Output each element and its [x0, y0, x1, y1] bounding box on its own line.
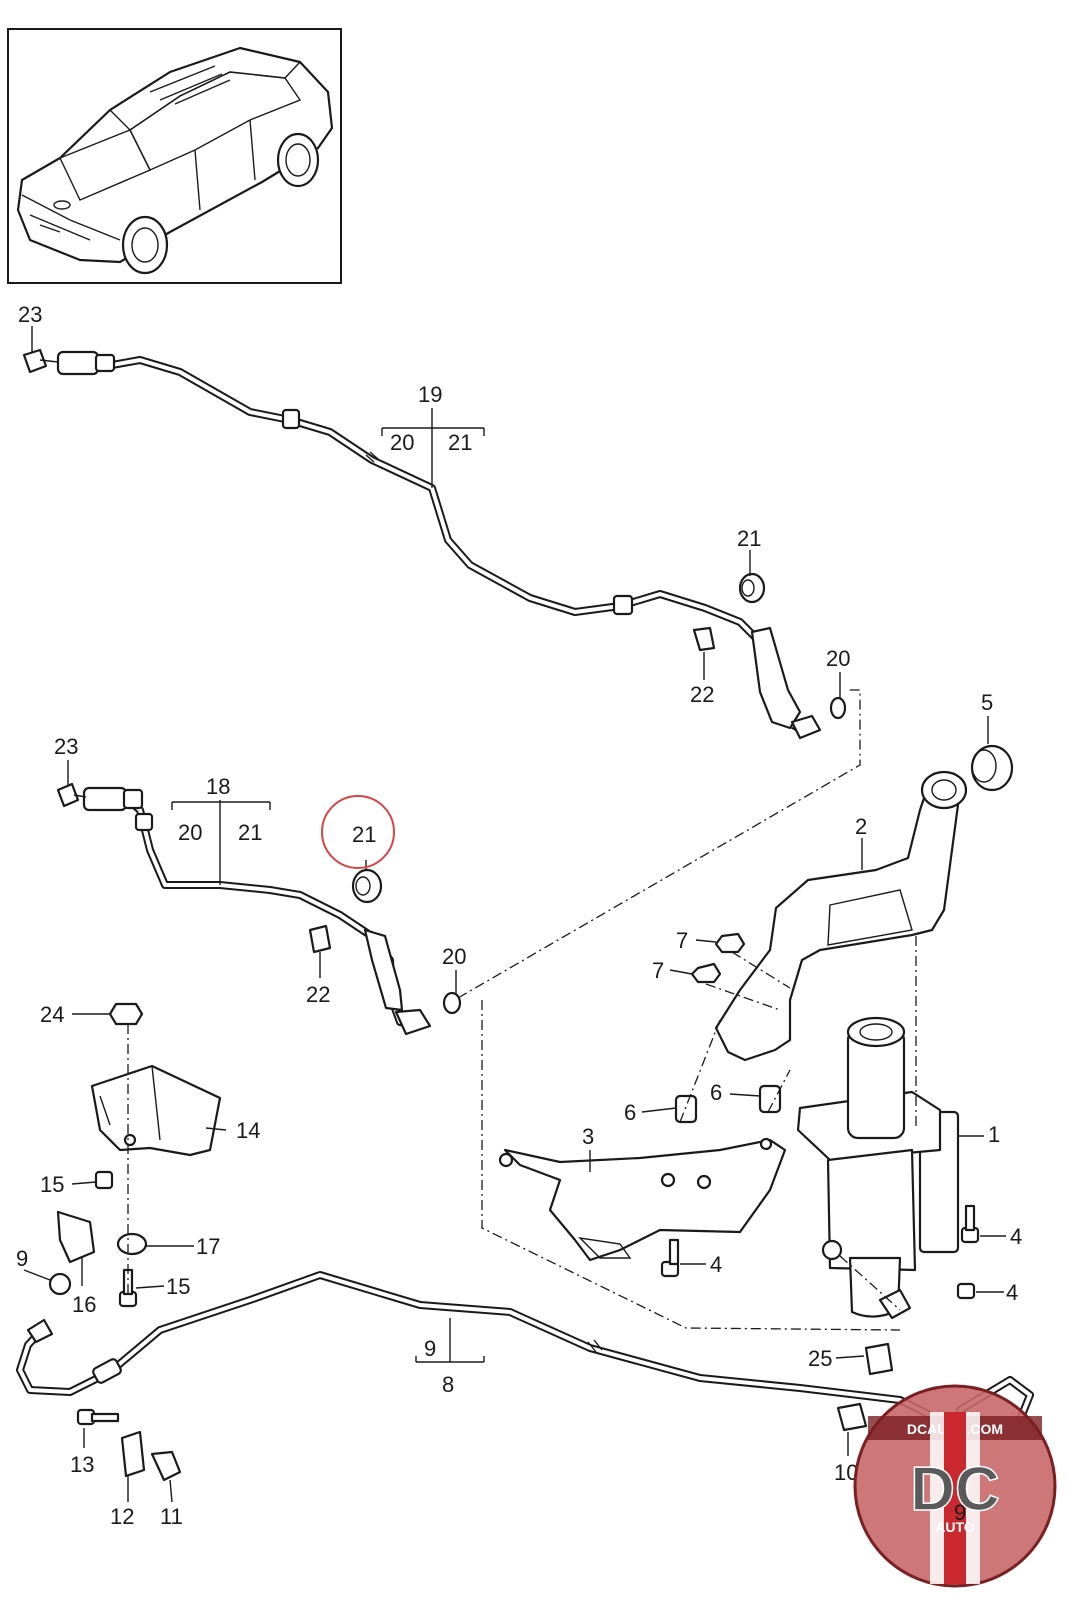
callout-20-top[interactable]: 20: [390, 430, 414, 455]
highlight-circle: [321, 795, 395, 869]
callout-15-lower[interactable]: 15: [166, 1274, 190, 1299]
assembly-guides: [127, 689, 917, 1331]
callout-21-upper[interactable]: 21: [737, 526, 761, 551]
bolt-13[interactable]: [76, 1408, 120, 1426]
callout-1[interactable]: 1: [988, 1122, 1000, 1147]
clamp-17[interactable]: [116, 1232, 148, 1256]
line-assembly-19[interactable]: [22, 348, 847, 740]
connector-16[interactable]: [56, 1210, 96, 1264]
callout-21-highlighted[interactable]: 21: [352, 822, 376, 847]
nut-24[interactable]: [108, 1002, 144, 1026]
callout-22-upper[interactable]: 22: [690, 682, 714, 707]
callout-20-lower[interactable]: 20: [442, 944, 466, 969]
clip-22-upper[interactable]: [692, 626, 716, 652]
nut-7[interactable]: [690, 932, 746, 984]
callout-20-mid[interactable]: 20: [178, 820, 202, 845]
clamp-12[interactable]: [120, 1430, 146, 1478]
plug-11[interactable]: [150, 1450, 182, 1482]
callout-23-mid[interactable]: 23: [54, 734, 78, 759]
clip-10[interactable]: [836, 1402, 868, 1432]
callout-23-top[interactable]: 23: [18, 302, 42, 327]
callout-17[interactable]: 17: [196, 1234, 220, 1259]
callout-22-lower[interactable]: 22: [306, 982, 330, 1007]
leader-lines: [23, 326, 1006, 1503]
callout-7-lower[interactable]: 7: [652, 958, 664, 983]
watermark-initials: DC: [910, 1455, 1000, 1524]
heat-shield-14[interactable]: [90, 1064, 222, 1157]
grommet-21-upper[interactable]: [738, 572, 766, 604]
callout-labels: 23 19 20 21 21 22 20 5 23 18 20 21 21 22…: [16, 302, 1022, 1529]
callout-12[interactable]: 12: [110, 1504, 134, 1529]
callout-2[interactable]: 2: [855, 814, 867, 839]
callout-6-right[interactable]: 6: [710, 1080, 722, 1105]
line-assembly-18[interactable]: [56, 782, 432, 1036]
bracket-2[interactable]: [714, 770, 968, 1062]
clip-22-lower[interactable]: [308, 924, 332, 954]
callout-25[interactable]: 25: [808, 1346, 832, 1371]
callout-11[interactable]: 11: [160, 1504, 183, 1529]
bracket-3[interactable]: [498, 1137, 787, 1262]
callout-4-right-lower[interactable]: 4: [1006, 1280, 1018, 1305]
callout-7-upper[interactable]: 7: [676, 928, 688, 953]
mount-6[interactable]: [674, 1084, 782, 1124]
vehicle-thumbnail: [7, 28, 342, 284]
grommet-5[interactable]: [970, 744, 1014, 792]
callout-24[interactable]: 24: [40, 1002, 64, 1027]
callout-13[interactable]: 13: [70, 1452, 94, 1477]
callout-21-top[interactable]: 21: [448, 430, 472, 455]
callout-16[interactable]: 16: [72, 1292, 96, 1317]
callout-20-upper[interactable]: 20: [826, 646, 850, 671]
callout-5[interactable]: 5: [981, 690, 993, 715]
callout-4-center[interactable]: 4: [710, 1252, 722, 1277]
seal-ring-20[interactable]: [48, 991, 462, 1296]
callout-6-left[interactable]: 6: [624, 1100, 636, 1125]
pump-assembly[interactable]: [796, 1016, 960, 1320]
callout-15-upper[interactable]: 15: [40, 1172, 64, 1197]
callout-3[interactable]: 3: [582, 1124, 594, 1149]
callout-8[interactable]: 8: [442, 1372, 454, 1397]
callout-21-mid[interactable]: 21: [238, 820, 262, 845]
callout-9-right[interactable]: 9: [954, 1500, 966, 1525]
callout-19[interactable]: 19: [418, 382, 442, 407]
callout-9-left[interactable]: 9: [16, 1246, 28, 1271]
callout-4-right-upper[interactable]: 4: [1010, 1224, 1022, 1249]
clip-25[interactable]: [864, 1342, 894, 1376]
watermark-word: AUTO: [935, 1519, 975, 1535]
callout-14[interactable]: 14: [236, 1118, 260, 1143]
bolt-4[interactable]: [660, 1204, 980, 1300]
grommet-21-highlighted[interactable]: [351, 868, 383, 904]
callout-9-center[interactable]: 9: [424, 1336, 436, 1361]
callout-18[interactable]: 18: [206, 774, 230, 799]
